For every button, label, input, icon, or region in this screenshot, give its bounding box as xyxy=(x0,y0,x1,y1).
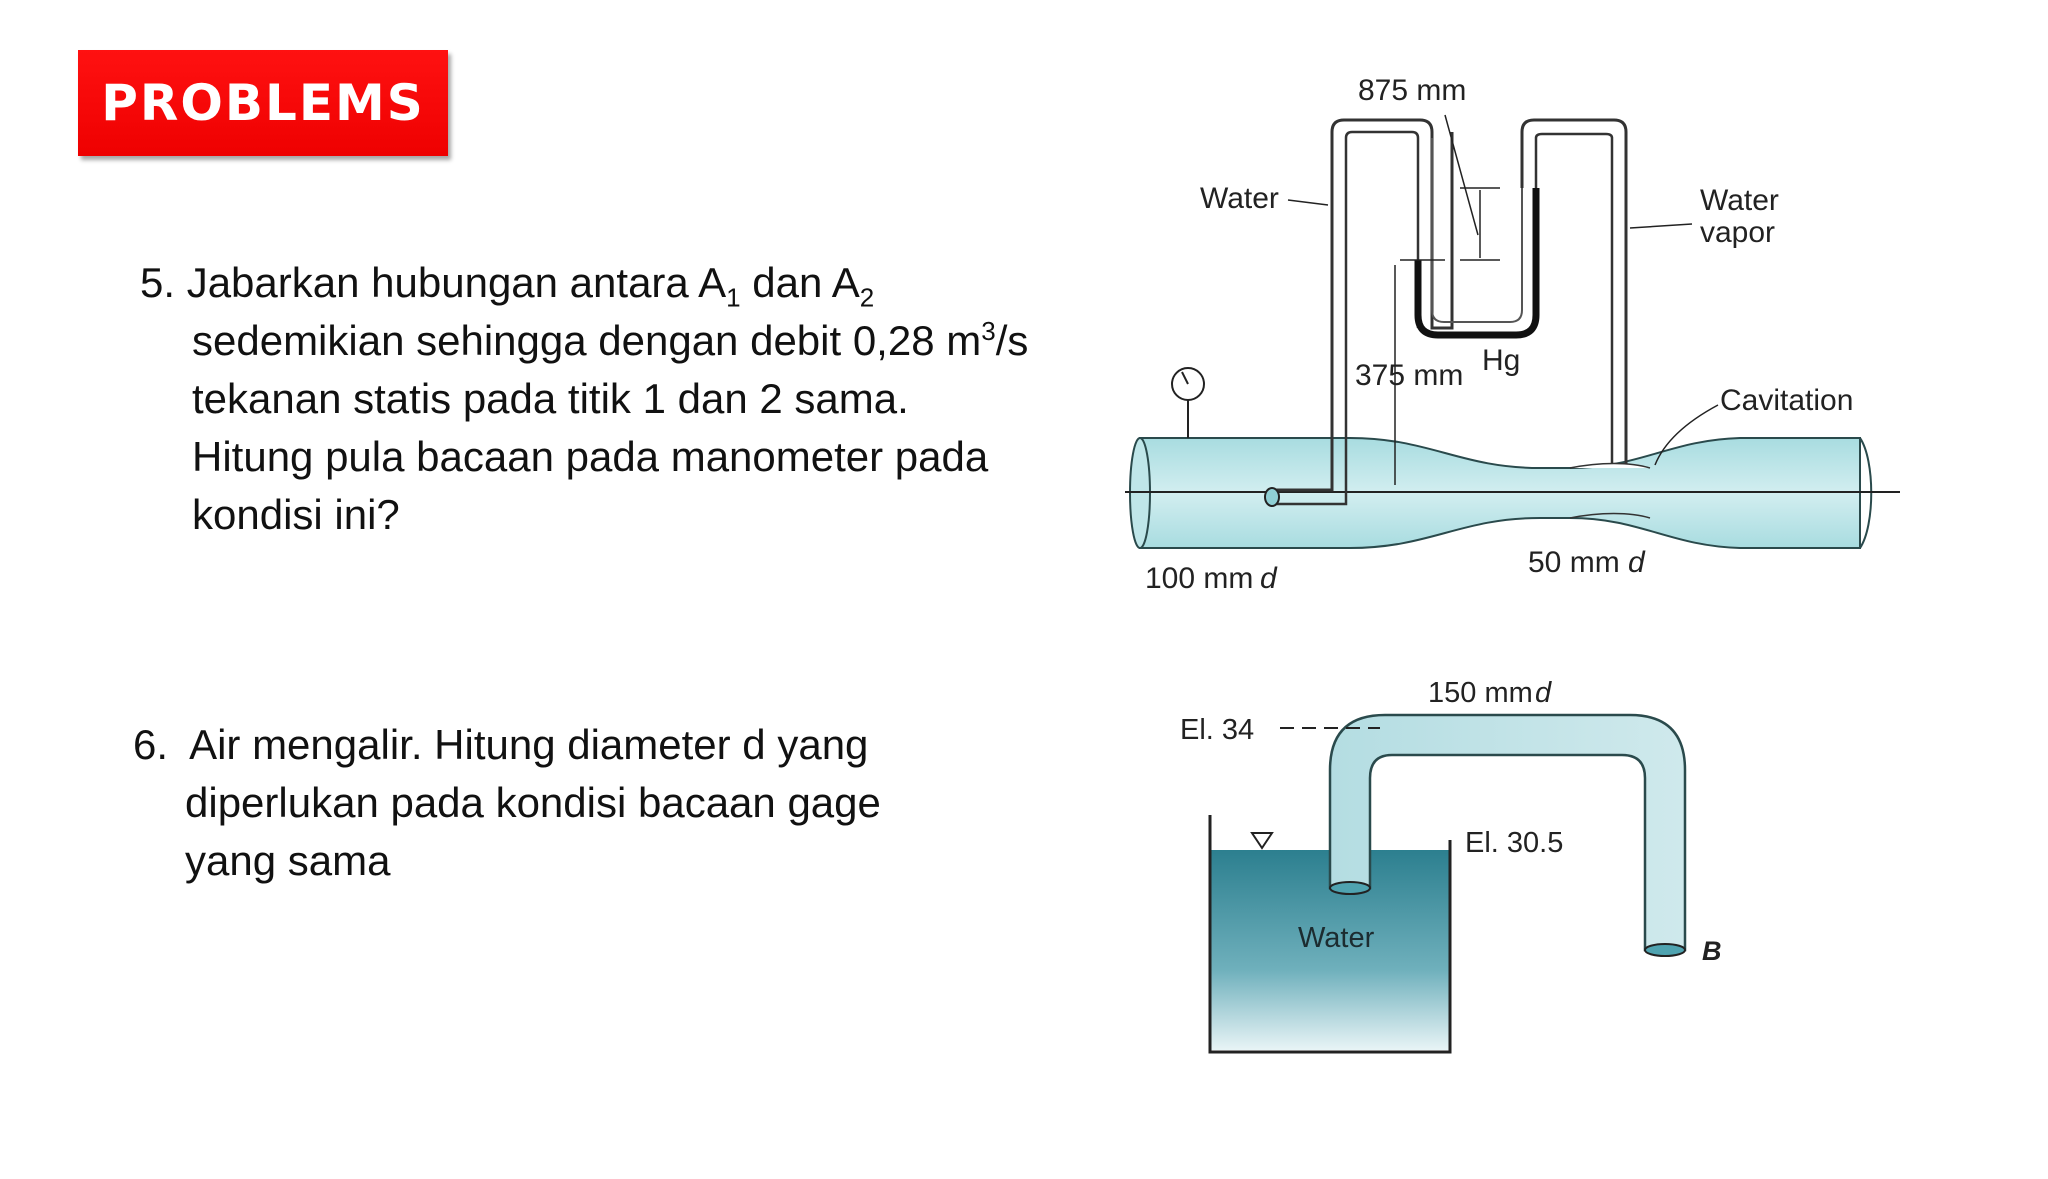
label-water-vapor-1: Water xyxy=(1700,184,1779,217)
label-375mm: 375 mm xyxy=(1355,359,1463,392)
label-el305: El. 30.5 xyxy=(1465,827,1563,859)
label-100mm: 100 mm xyxy=(1145,562,1253,595)
label-150mm-d: d xyxy=(1535,677,1552,709)
venturi-diagram: 875 mm 375 mm Hg Water Water vapor Cavit… xyxy=(1125,74,1900,595)
label-water-vapor-2: vapor xyxy=(1700,216,1775,249)
siphon-inlet xyxy=(1329,881,1371,895)
mercury-u-tube xyxy=(1414,188,1540,339)
pitot-tip xyxy=(1264,487,1280,507)
problem-6-text-1: Air mengalir. Hitung diameter d yang xyxy=(189,721,869,768)
problem-5-line-3: tekanan statis pada titik 1 dan 2 sama. xyxy=(192,375,909,422)
problem-5-number: 5. xyxy=(140,259,176,306)
problem-5-line-5: kondisi ini? xyxy=(192,491,400,538)
problem-6-line-1: 6. Air mengalir. Hitung diameter d yang xyxy=(133,716,881,774)
label-50mm: 50 mm xyxy=(1528,546,1620,579)
label-875mm: 875 mm xyxy=(1358,74,1466,107)
right-tube-inner xyxy=(1534,132,1614,465)
label-water-left: Water xyxy=(1200,182,1279,215)
dim-875-leader xyxy=(1444,114,1479,236)
gage-needle xyxy=(1181,371,1189,385)
problem-5-line-1: 5. Jabarkan hubungan antara A1 dan A2 xyxy=(140,254,1028,312)
left-tube-inner xyxy=(1272,130,1420,506)
water-vapor-arrow xyxy=(1629,223,1693,229)
problem-5: 5. Jabarkan hubungan antara A1 dan A2 se… xyxy=(140,254,1028,544)
label-100mm-d: d xyxy=(1260,562,1278,595)
free-surface-icon xyxy=(1250,832,1274,850)
throat-lower-bubble xyxy=(1569,512,1651,519)
label-150mm: 150 mm xyxy=(1428,677,1533,709)
label-el34: El. 34 xyxy=(1180,714,1254,746)
problem-5-text-1b: dan A xyxy=(740,259,860,306)
siphon-diagram: El. 34 150 mm d El. 30.5 Water B xyxy=(1180,677,1722,1054)
problem-5-text-2b: /s xyxy=(995,317,1029,364)
problem-5-text-2a: sedemikian sehingga dengan debit 0,28 m xyxy=(192,317,982,364)
label-b: B xyxy=(1702,936,1722,966)
cavitation-bubble xyxy=(1569,462,1651,469)
water-left-arrow xyxy=(1287,199,1329,206)
banner-title: PROBLEMS xyxy=(101,74,425,132)
problem-6-line-2: diperlukan pada kondisi bacaan gage xyxy=(185,779,881,826)
tank-walls xyxy=(1208,815,1452,1054)
problem-6-line-3: yang sama xyxy=(185,837,391,884)
mercury-u-outer xyxy=(1431,138,1523,323)
label-50mm-d: d xyxy=(1628,546,1646,579)
label-cavitation: Cavitation xyxy=(1720,384,1853,417)
problem-6-number: 6. xyxy=(133,721,169,768)
label-water-tank: Water xyxy=(1298,922,1375,954)
problem-5-text-1a: Jabarkan hubungan antara A xyxy=(186,259,727,306)
label-hg: Hg xyxy=(1482,344,1520,377)
subscript-1: 1 xyxy=(726,282,741,313)
problem-6: 6. Air mengalir. Hitung diameter d yang … xyxy=(133,716,881,890)
superscript-3: 3 xyxy=(981,316,996,346)
left-manometer-tube xyxy=(1272,118,1454,492)
siphon-outlet-b xyxy=(1644,943,1686,957)
problem-5-line-2: sedemikian sehingga dengan debit 0,28 m3… xyxy=(140,312,1028,370)
right-manometer-tube xyxy=(1520,118,1628,465)
siphon-pipe xyxy=(1328,713,1687,952)
problems-banner: PROBLEMS xyxy=(78,50,448,156)
subscript-2: 2 xyxy=(859,282,875,313)
problem-5-line-4: Hitung pula bacaan pada manometer pada xyxy=(192,433,989,480)
cavitation-leader xyxy=(1654,404,1719,466)
